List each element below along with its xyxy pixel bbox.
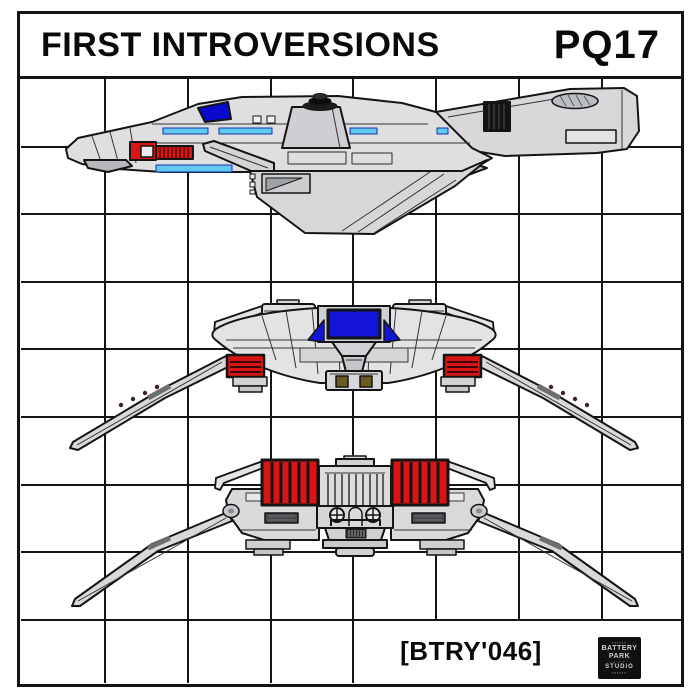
logo-line-studio: STUDIO — [605, 664, 634, 671]
studio-logo: ▪▪▪▪▪▪ BATTERY PARK ·•·•·•· STUDIO ▪▪▪▪▪… — [598, 637, 641, 679]
page-title: FIRST INTROVERSIONS — [41, 25, 440, 64]
logo-line-battery: BATTERY — [601, 645, 638, 653]
logo-line-park: PARK — [608, 652, 631, 660]
logo-dashes-top: ▪▪▪▪▪▪ — [612, 640, 627, 646]
ship-front-view — [69, 299, 639, 451]
page-code: PQ17 — [553, 22, 660, 67]
ship-side-view — [65, 87, 640, 235]
logo-dashes-bottom: ▪▪▪▪▪▪ — [612, 669, 627, 675]
logo-line-detail: ·•·•·•· — [611, 659, 628, 665]
caption-text: [BTRY'046] — [400, 635, 542, 666]
header-bar: FIRST INTROVERSIONS PQ17 — [20, 14, 681, 79]
ship-rear-view — [71, 455, 639, 607]
